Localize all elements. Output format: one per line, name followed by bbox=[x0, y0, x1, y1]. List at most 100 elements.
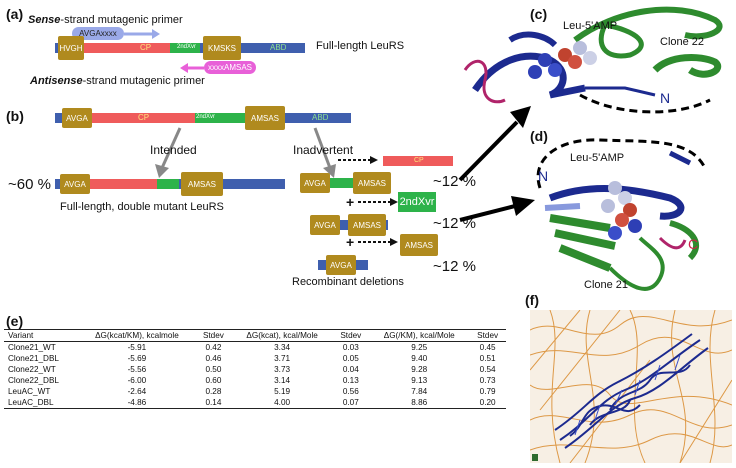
pct-60: ~60 % bbox=[8, 176, 51, 193]
row1-avga-box: AVGA bbox=[300, 173, 330, 193]
d-leu-amp-label: Leu-5'AMP bbox=[570, 152, 625, 164]
antisense-title-bold: Antisense bbox=[30, 75, 83, 87]
cp-fragment-label: CP bbox=[414, 157, 424, 164]
value-cell: 9.13 bbox=[411, 376, 428, 385]
value-cell: 0.05 bbox=[342, 354, 359, 363]
value-cell: 0.79 bbox=[479, 387, 496, 396]
value-cell: -5.56 bbox=[127, 365, 147, 374]
table-row: Clone21_WT -5.91 0.42 3.34 0.03 9.25 0.4… bbox=[4, 342, 506, 354]
b-abd-label: ABD bbox=[312, 113, 329, 122]
plus-2: + bbox=[346, 234, 355, 250]
variant-cell: LeuAC_WT bbox=[8, 387, 51, 396]
col-stdev-2: Stdev bbox=[332, 329, 370, 342]
rna-structure-svg bbox=[530, 310, 732, 463]
value-cell: 9.40 bbox=[411, 354, 428, 363]
value-cell: -4.86 bbox=[78, 397, 196, 409]
value-cell: 0.20 bbox=[469, 397, 506, 409]
col-variant: Variant bbox=[4, 329, 79, 342]
antisense-primer-title: Antisense-strand mutagenic primer bbox=[30, 75, 205, 87]
kinetics-table: Variant ΔG(kcat/KM), kcalmole Stdev ΔG(k… bbox=[4, 329, 506, 409]
amsas-box: AMSAS bbox=[245, 106, 285, 130]
big-arrows bbox=[458, 106, 535, 222]
double-avga-box: AVGA bbox=[60, 174, 90, 194]
col-stdev-3: Stdev bbox=[469, 329, 506, 342]
panel-label-d: (d) bbox=[530, 128, 548, 144]
panel-label-b: (b) bbox=[6, 108, 24, 124]
sense-title-bold: Sense bbox=[28, 14, 61, 26]
inadvertent-label: Inadvertent bbox=[293, 143, 354, 157]
variant-cell: Clone22_DBL bbox=[8, 376, 59, 385]
value-cell: -5.91 bbox=[127, 343, 147, 352]
row2-amsas-box: AMSAS bbox=[348, 214, 386, 236]
value-cell: 5.19 bbox=[274, 387, 291, 396]
variant-cell: Clone21_WT bbox=[8, 343, 56, 352]
value-cell: 0.51 bbox=[479, 354, 496, 363]
value-cell: 0.03 bbox=[342, 343, 359, 352]
table-row: Clone22_DBL -6.00 0.60 3.14 0.13 9.13 0.… bbox=[4, 375, 506, 386]
amsas-fragment: AMSAS bbox=[400, 234, 438, 256]
value-cell: 3.14 bbox=[274, 376, 291, 385]
double-mutant-caption: Full-length, double mutant LeuRS bbox=[60, 201, 224, 213]
panel-label-e: (e) bbox=[6, 313, 24, 329]
row3-avga-box: AVGA bbox=[326, 255, 356, 275]
value-cell: 0.04 bbox=[342, 365, 359, 374]
dotted-arrow-amsas bbox=[358, 238, 398, 246]
value-cell: 0.28 bbox=[205, 387, 222, 396]
dotted-arrow-x2 bbox=[358, 198, 398, 206]
variant-cell: Clone21_DBL bbox=[8, 354, 59, 363]
d-n-terminus: N bbox=[538, 168, 549, 184]
c-n-terminus: N bbox=[660, 90, 671, 106]
value-cell: 0.56 bbox=[342, 387, 359, 396]
value-cell: 0.50 bbox=[205, 365, 222, 374]
value-cell: -2.64 bbox=[127, 387, 147, 396]
hvgh-box: HVGH bbox=[58, 36, 84, 60]
row1-amsas-box: AMSAS bbox=[353, 172, 391, 194]
plus-1: + bbox=[346, 194, 355, 210]
table-row: LeuAC_DBL -4.86 0.14 4.00 0.07 8.86 0.20 bbox=[4, 397, 506, 409]
recombinant-caption: Recombinant deletions bbox=[292, 276, 404, 288]
panel-label-a: (a) bbox=[6, 6, 24, 22]
cp-label: CP bbox=[140, 43, 152, 52]
value-cell: 7.84 bbox=[411, 387, 428, 396]
x2-label: 2ndXvr bbox=[177, 44, 197, 50]
rna-structure-view bbox=[530, 310, 732, 463]
x2-fragment: 2ndXvr bbox=[398, 192, 436, 212]
value-cell: -6.00 bbox=[127, 376, 147, 385]
clone22-structure bbox=[463, 6, 723, 114]
antisense-primer-arrow bbox=[180, 63, 204, 73]
table-row: Clone22_WT -5.56 0.50 3.73 0.04 9.28 0.5… bbox=[4, 364, 506, 375]
variant-cell: Clone22_WT bbox=[8, 365, 56, 374]
full-length-label: Full-length LeuRS bbox=[316, 40, 405, 52]
value-cell: 3.71 bbox=[274, 354, 291, 363]
d-c-terminus: C bbox=[688, 236, 699, 252]
value-cell: 0.07 bbox=[332, 397, 370, 409]
dotted-arrow-cp bbox=[338, 156, 378, 164]
value-cell: 0.14 bbox=[195, 397, 232, 409]
value-cell: 0.73 bbox=[479, 376, 496, 385]
c-clone-label: Clone 22 bbox=[660, 36, 705, 48]
value-cell: 4.00 bbox=[231, 397, 333, 409]
panel-label-c: (c) bbox=[530, 6, 548, 22]
b-x2-label: 2ndXvr bbox=[196, 114, 216, 120]
abd-label: ABD bbox=[270, 43, 287, 52]
variant-cell: LeuAC_DBL bbox=[4, 397, 79, 409]
cp-fragment bbox=[383, 156, 453, 166]
col-dg-km: ΔG(/KM), kcal/Mole bbox=[369, 329, 470, 342]
intended-label: Intended bbox=[150, 143, 197, 157]
antisense-primer: xxxxAMSAS bbox=[204, 61, 256, 74]
value-cell: 0.13 bbox=[342, 376, 359, 385]
sense-title-rest: -strand mutagenic primer bbox=[60, 14, 183, 26]
value-cell: 8.86 bbox=[369, 397, 470, 409]
table-row: Clone21_DBL -5.69 0.46 3.71 0.05 9.40 0.… bbox=[4, 353, 506, 364]
avga-box: AVGA bbox=[62, 108, 92, 128]
sense-primer-title: Sense-strand mutagenic primer bbox=[28, 14, 183, 26]
value-cell: 3.34 bbox=[274, 343, 291, 352]
value-cell: 0.54 bbox=[479, 365, 496, 374]
value-cell: 3.73 bbox=[274, 365, 291, 374]
value-cell: -5.69 bbox=[127, 354, 147, 363]
value-cell: 0.42 bbox=[205, 343, 222, 352]
value-cell: 9.28 bbox=[411, 365, 428, 374]
table-header-row: Variant ΔG(kcat/KM), kcalmole Stdev ΔG(k… bbox=[4, 329, 506, 342]
sense-primer: AVGAxxxx bbox=[72, 27, 124, 40]
row2-avga-box: AVGA bbox=[310, 215, 340, 235]
